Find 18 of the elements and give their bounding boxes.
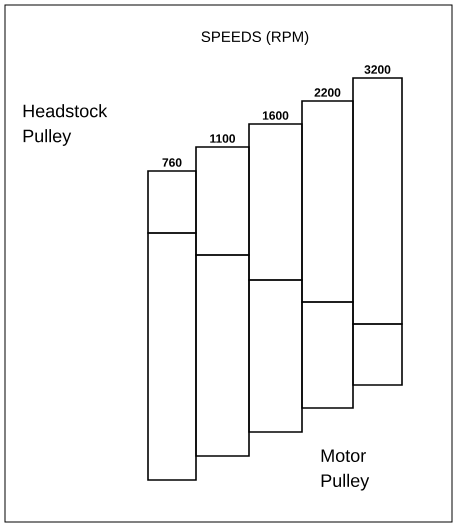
pulley-step bbox=[147, 232, 197, 481]
pulley-step bbox=[248, 123, 303, 281]
pulley-step bbox=[301, 301, 354, 409]
pulley-step bbox=[352, 77, 403, 325]
pulley-step bbox=[195, 254, 250, 457]
pulley-label: Motor Pulley bbox=[322, 449, 370, 491]
speed-value: 3200 bbox=[364, 65, 390, 74]
pulley-step bbox=[248, 279, 303, 433]
pulley-step bbox=[147, 170, 197, 234]
title: SPEEDS (RPM) bbox=[202, 31, 308, 45]
pulley-step bbox=[195, 146, 250, 256]
speed-value: 1600 bbox=[262, 111, 288, 120]
pulley-step bbox=[352, 323, 403, 386]
pulley-label: Headstock Pulley bbox=[24, 104, 108, 146]
speed-value: 2200 bbox=[314, 88, 340, 97]
speed-value: 760 bbox=[162, 158, 182, 167]
pulley-step bbox=[301, 100, 354, 303]
speed-value: 1100 bbox=[210, 134, 236, 143]
